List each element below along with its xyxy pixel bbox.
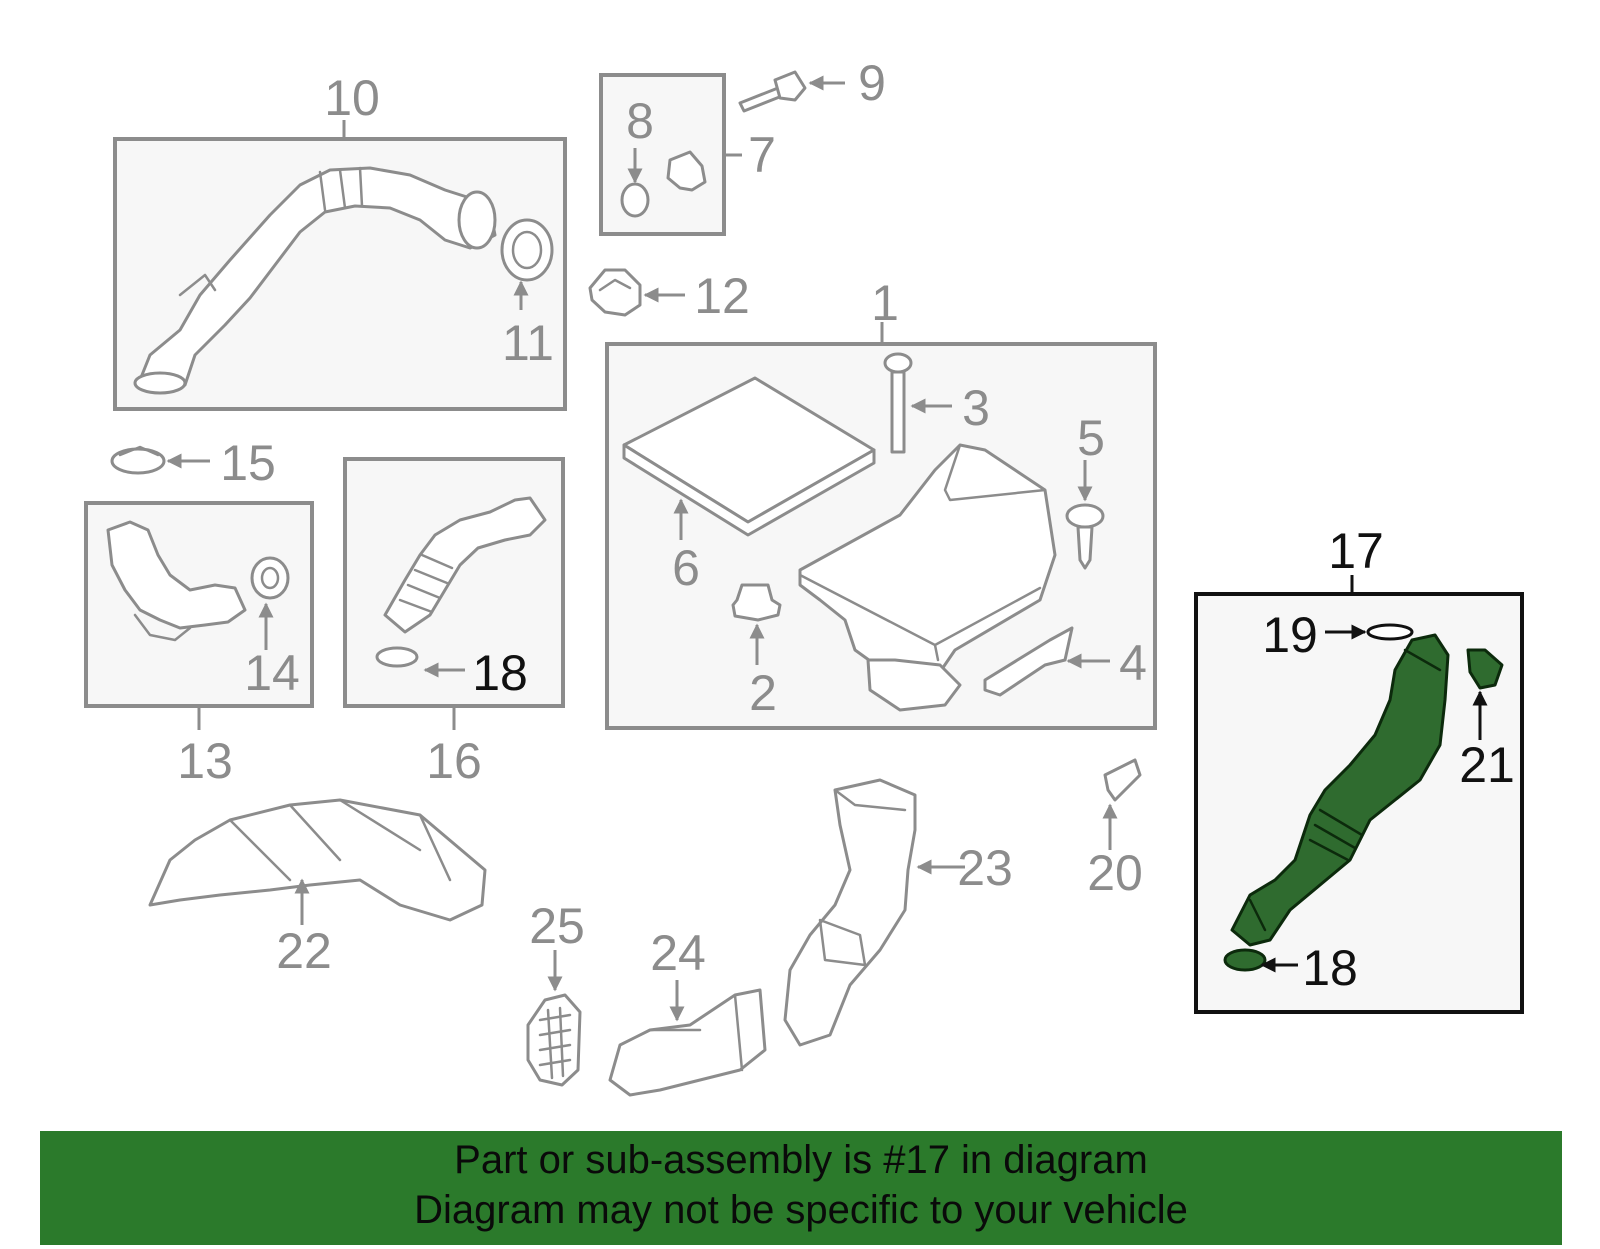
note-line-2: Diagram may not be specific to your vehi… bbox=[414, 1188, 1188, 1232]
callout-17: 17 bbox=[1328, 523, 1384, 579]
callout-13: 13 bbox=[177, 733, 233, 789]
callout-5: 5 bbox=[1077, 410, 1105, 466]
part-13-duct[interactable] bbox=[106, 520, 247, 630]
callout-4: 4 bbox=[1119, 635, 1147, 691]
callout-21: 21 bbox=[1459, 737, 1515, 793]
callout-23: 23 bbox=[957, 840, 1013, 896]
callout-7: 7 bbox=[748, 127, 776, 183]
part-9-bolt[interactable] bbox=[738, 70, 845, 113]
part-12-clamp[interactable] bbox=[588, 268, 685, 317]
callout-10: 10 bbox=[324, 70, 380, 126]
part-5-bolt[interactable] bbox=[1065, 503, 1105, 570]
callout-15: 15 bbox=[220, 435, 276, 491]
part-4-bracket[interactable] bbox=[983, 626, 1074, 697]
group-17-intake-duct bbox=[1194, 575, 1524, 1014]
callout-18-box16: 18 bbox=[472, 645, 528, 701]
part-7-clip[interactable] bbox=[666, 150, 707, 192]
box-7 bbox=[599, 73, 726, 236]
group-16-hose bbox=[343, 457, 565, 730]
callout-1: 1 bbox=[871, 275, 899, 331]
callout-12: 12 bbox=[694, 268, 750, 324]
part-14-seal[interactable] bbox=[250, 556, 290, 600]
diagram-note-banner: Part or sub-assembly is #17 in diagram D… bbox=[40, 1131, 1562, 1245]
part-2-grommet[interactable] bbox=[731, 583, 782, 622]
callout-20: 20 bbox=[1087, 845, 1143, 901]
callout-6: 6 bbox=[672, 540, 700, 596]
note-line-1: Part or sub-assembly is #17 in diagram bbox=[454, 1138, 1148, 1182]
part-17-intake-duct[interactable] bbox=[1230, 633, 1450, 947]
part-21-sensor[interactable] bbox=[1466, 648, 1504, 690]
group-13-duct bbox=[84, 501, 314, 730]
part-25-vent[interactable] bbox=[526, 950, 582, 1087]
callout-18-box17: 18 bbox=[1302, 940, 1358, 996]
part-8-oring[interactable] bbox=[620, 182, 650, 218]
part-10-intake-pipe[interactable] bbox=[138, 166, 497, 387]
callout-25: 25 bbox=[529, 898, 585, 954]
callout-19: 19 bbox=[1262, 607, 1318, 663]
callout-8: 8 bbox=[626, 93, 654, 149]
callout-16: 16 bbox=[426, 733, 482, 789]
callout-9: 9 bbox=[858, 55, 886, 111]
part-1-air-cleaner-housing[interactable] bbox=[798, 443, 1057, 682]
group-7-clip bbox=[599, 73, 742, 236]
callout-2: 2 bbox=[749, 665, 777, 721]
callout-22: 22 bbox=[276, 923, 332, 979]
part-15-clamp[interactable] bbox=[110, 445, 210, 475]
parts-diagram: 10 11 8 7 9 12 1 3 5 6 2 4 15 14 13 18 1… bbox=[84, 55, 1524, 1097]
part-22-guard[interactable] bbox=[148, 798, 487, 925]
part-20-bracket[interactable] bbox=[1102, 758, 1142, 850]
part-11-seal[interactable] bbox=[500, 218, 554, 282]
callout-3: 3 bbox=[962, 380, 990, 436]
part-19-seal[interactable] bbox=[1366, 623, 1414, 641]
part-24-duct[interactable] bbox=[608, 980, 767, 1097]
callout-14: 14 bbox=[244, 645, 300, 701]
callout-24: 24 bbox=[650, 925, 706, 981]
group-10-intake-pipe bbox=[113, 120, 567, 411]
group-1-air-cleaner bbox=[605, 322, 1157, 730]
part-3-bolt[interactable] bbox=[883, 352, 913, 454]
part-18b-seal[interactable] bbox=[1223, 948, 1267, 972]
part-23-duct[interactable] bbox=[783, 778, 965, 1047]
callout-11: 11 bbox=[502, 315, 554, 371]
